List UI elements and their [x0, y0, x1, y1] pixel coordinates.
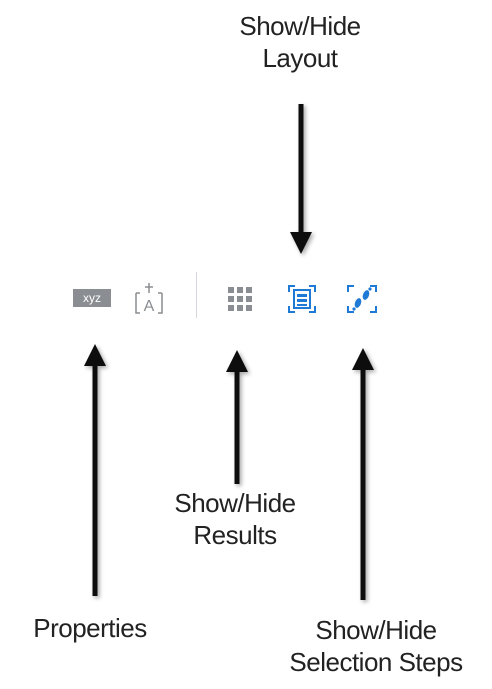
label-line: Show/Hide [174, 488, 296, 518]
label-line: Show/Hide [315, 615, 437, 645]
grid-icon [228, 287, 252, 311]
label-line: Show/Hide [239, 11, 361, 41]
xyz-text: xyz [83, 291, 101, 305]
layout-icon [288, 285, 316, 313]
toolbar-separator [196, 272, 197, 318]
label-line: Selection Steps [289, 647, 463, 677]
show-hide-selection-steps-label: Show/Hide Selection Steps [262, 614, 490, 678]
selection-steps-arrow [352, 348, 374, 600]
label-line: Layout [262, 43, 338, 73]
show-hide-results-label: Show/Hide Results [145, 487, 325, 551]
layout-arrow [290, 104, 312, 254]
label-line: Results [193, 520, 277, 550]
steps-icon [347, 285, 377, 313]
show-hide-results-button[interactable] [224, 283, 256, 315]
show-hide-layout-label: Show/Hide Layout [210, 10, 390, 74]
results-arrow [226, 350, 248, 484]
properties-arrow [84, 344, 106, 596]
properties-label: Properties [0, 612, 180, 644]
label-line: Properties [33, 613, 147, 643]
show-hide-layout-button[interactable] [284, 281, 320, 317]
xyz-icon: xyz [73, 289, 111, 307]
properties-button[interactable]: xyz [73, 287, 111, 309]
show-hide-selection-steps-button[interactable] [343, 281, 381, 317]
text-a-icon: A [135, 283, 163, 315]
text-icon-letter: A [144, 298, 155, 315]
text-button[interactable]: A [132, 281, 166, 317]
